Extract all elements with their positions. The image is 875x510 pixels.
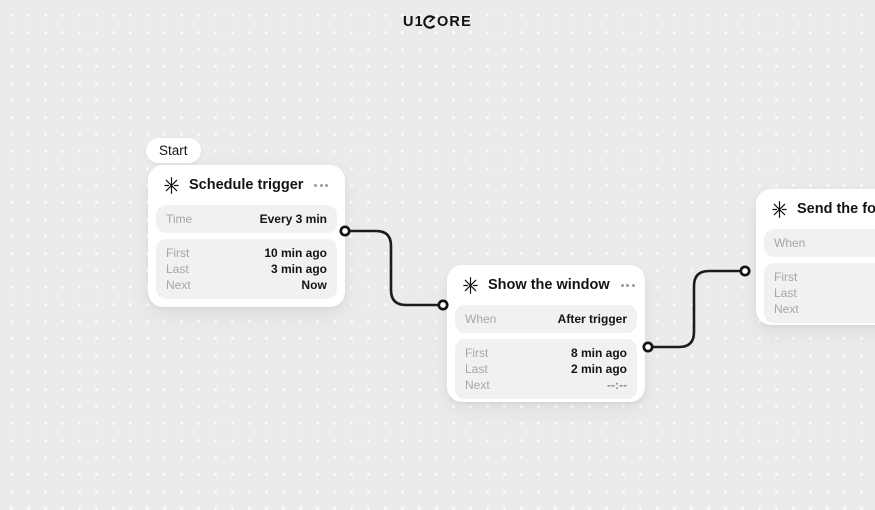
stats-box: First 10 min ago Last 3 min ago Next Now xyxy=(156,239,337,299)
node-send-the-form[interactable]: Send the form When First Last Next xyxy=(756,189,875,325)
ellipsis-menu-icon[interactable] xyxy=(312,180,330,191)
param-row-when[interactable]: When xyxy=(764,229,875,257)
logo-text-left: U1 xyxy=(403,14,424,30)
stat-line-first: First 8 min ago xyxy=(465,346,627,360)
node-title: Send the form xyxy=(797,201,875,217)
c-dial-icon xyxy=(423,15,436,29)
param-value: Every 3 min xyxy=(259,212,327,226)
logo-text-right: ORE xyxy=(436,14,472,30)
port-window-input[interactable] xyxy=(437,299,449,311)
stat-value: Now xyxy=(301,278,327,292)
stat-value: 10 min ago xyxy=(264,246,327,260)
ellipsis-menu-icon[interactable] xyxy=(619,280,637,291)
stat-label: Last xyxy=(465,362,488,376)
node-header: Schedule trigger xyxy=(156,165,337,205)
stat-label: Last xyxy=(166,262,189,276)
start-label: Start xyxy=(159,143,188,158)
port-form-input[interactable] xyxy=(739,265,751,277)
node-title: Schedule trigger xyxy=(189,177,304,193)
stat-label: First xyxy=(465,346,489,360)
spark-icon xyxy=(164,176,179,194)
wire-schedule-to-window[interactable] xyxy=(343,229,445,307)
param-value: After trigger xyxy=(557,312,627,326)
param-label: Time xyxy=(166,212,193,226)
node-title: Show the window xyxy=(488,277,610,293)
wire-window-to-form[interactable] xyxy=(646,269,747,349)
spark-icon xyxy=(463,276,478,294)
stat-value: 3 min ago xyxy=(270,262,327,276)
stat-value: --:-- xyxy=(607,378,627,392)
stat-line-first: First 10 min ago xyxy=(166,246,327,260)
stat-line-next: Next --:-- xyxy=(465,378,627,392)
start-label-pill: Start xyxy=(146,138,201,163)
node-header: Show the window xyxy=(455,265,637,305)
spark-icon xyxy=(772,200,787,218)
stat-line-next: Next Now xyxy=(166,278,327,292)
stats-box: First Last Next xyxy=(764,263,875,323)
node-schedule-trigger[interactable]: Schedule trigger Time Every 3 min First … xyxy=(148,165,345,307)
node-show-the-window[interactable]: Show the window When After trigger First… xyxy=(447,265,645,402)
stat-label: First xyxy=(774,270,798,284)
stat-label: Last xyxy=(774,286,797,300)
stat-line-last: Last 3 min ago xyxy=(166,262,327,276)
app-logo: U1 ORE xyxy=(403,14,472,30)
param-row-when[interactable]: When After trigger xyxy=(455,305,637,333)
stat-value: 8 min ago xyxy=(570,346,627,360)
stat-label: First xyxy=(166,246,190,260)
stat-line-first: First xyxy=(774,270,875,284)
stat-line-last: Last 2 min ago xyxy=(465,362,627,376)
stat-line-next: Next xyxy=(774,302,875,316)
stat-label: Next xyxy=(465,378,490,392)
stat-line-last: Last xyxy=(774,286,875,300)
stat-label: Next xyxy=(774,302,799,316)
stat-label: Next xyxy=(166,278,191,292)
stat-value: 2 min ago xyxy=(570,362,627,376)
port-window-output[interactable] xyxy=(642,341,654,353)
node-header: Send the form xyxy=(764,189,875,229)
param-row-time[interactable]: Time Every 3 min xyxy=(156,205,337,233)
param-label: When xyxy=(774,236,806,250)
stats-box: First 8 min ago Last 2 min ago Next --:-… xyxy=(455,339,637,399)
param-label: When xyxy=(465,312,497,326)
